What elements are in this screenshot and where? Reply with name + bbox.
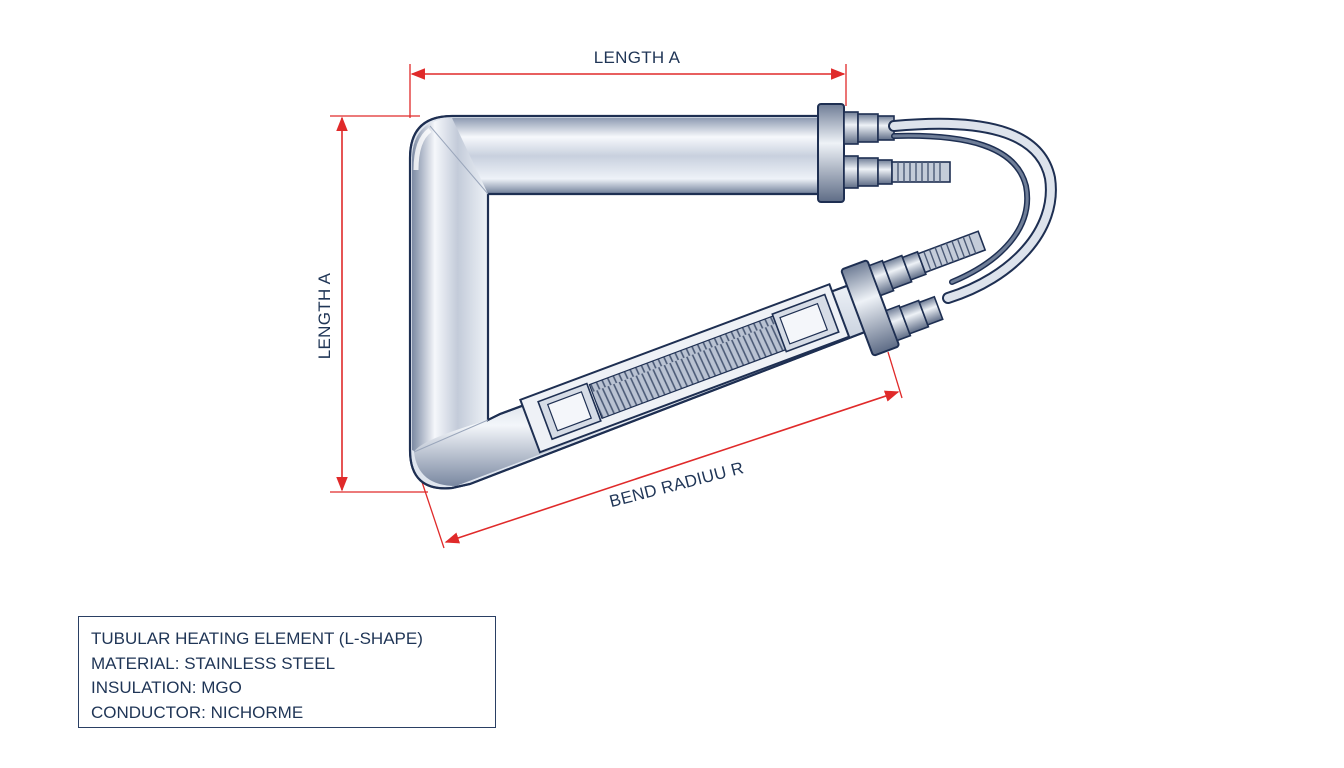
diagonal-terminal [840,230,987,357]
dimension-top-label: LENGTH A [594,48,681,67]
cutaway-section [519,282,851,454]
dimension-side-label: LENGTH A [315,272,334,359]
spec-conductor: CONDUCTOR: NICHORME [91,702,304,722]
dimension-top [409,64,847,118]
dimension-side [330,115,428,493]
lead-wires [888,117,1057,304]
spec-box: TUBULAR HEATING ELEMENT (L-SHAPE) MATERI… [78,616,496,728]
spec-material: MATERIAL: STAINLESS STEEL [91,653,336,673]
dimension-bend [421,351,903,549]
spec-title: TUBULAR HEATING ELEMENT (L-SHAPE) [91,629,423,648]
spec-insulation: INSULATION: MGO [91,678,242,697]
top-terminal [817,103,951,203]
